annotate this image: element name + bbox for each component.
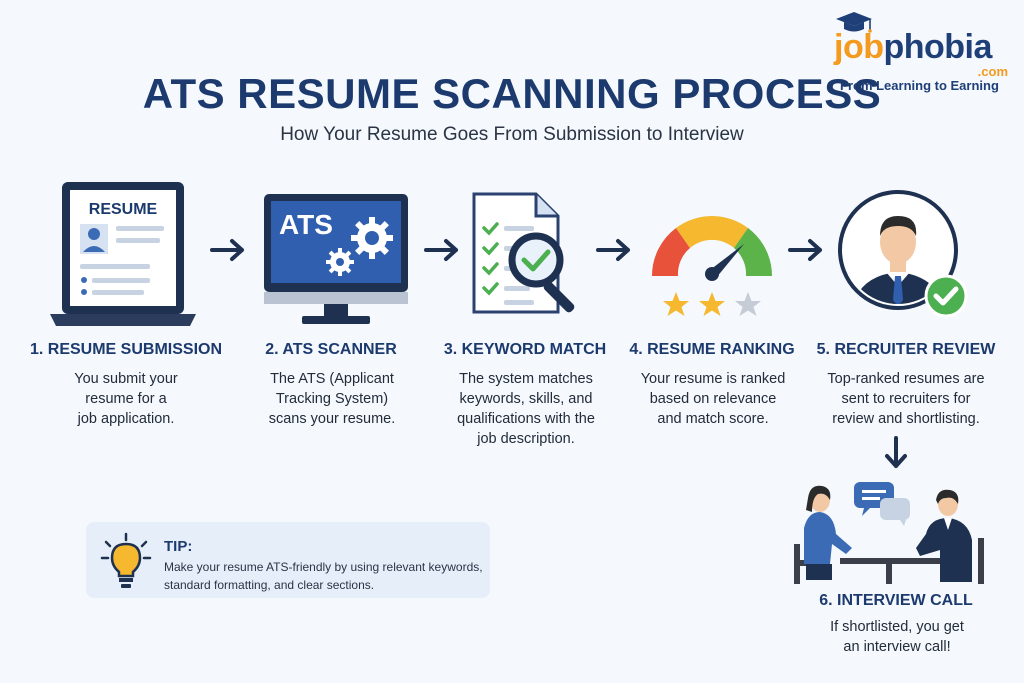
arrow-right-icon xyxy=(596,239,630,261)
page-subtitle: How Your Resume Goes From Submission to … xyxy=(280,124,744,145)
step-1-title: 1. RESUME SUBMISSION xyxy=(29,341,223,358)
tip-text: Make your resume ATS-friendly by using r… xyxy=(164,560,483,592)
jobphobia-logo: jobphobia .com From Learning to Earning xyxy=(828,10,1014,94)
logo-slogan: From Learning to Earning xyxy=(840,78,999,93)
arrow-right-icon xyxy=(210,239,244,261)
step-4-title: 4. RESUME RANKING xyxy=(629,341,795,358)
recruiter-avatar-icon xyxy=(838,190,968,318)
approved-check-icon xyxy=(924,274,968,318)
step-5-title: 5. RECRUITER REVIEW xyxy=(816,341,996,358)
tip-label: TIP: xyxy=(164,538,193,555)
keyword-match-icon xyxy=(472,192,575,314)
logo-dotcom: .com xyxy=(977,64,1008,79)
ats-monitor-icon: ATS xyxy=(264,194,408,324)
svg-text:ATS: ATS xyxy=(279,209,333,240)
step-6-title: 6. INTERVIEW CALL xyxy=(819,592,973,609)
laptop-resume-icon: RESUME xyxy=(50,182,196,326)
lightbulb-icon xyxy=(100,532,152,588)
ranking-gauge-icon xyxy=(652,216,772,316)
graduation-cap-icon xyxy=(836,12,872,33)
svg-text:RESUME: RESUME xyxy=(89,201,158,218)
arrow-right-icon xyxy=(788,239,822,261)
step-3-title: 3. KEYWORD MATCH xyxy=(443,341,607,358)
interview-scene-icon xyxy=(794,482,984,584)
arrow-right-icon xyxy=(424,239,458,261)
rating-stars xyxy=(663,292,761,316)
page-title: ATS RESUME SCANNING PROCESS xyxy=(142,70,882,117)
arrow-down-icon xyxy=(885,436,907,468)
tip-box: TIP: Make your resume ATS-friendly by us… xyxy=(86,522,490,598)
logo-wordmark: jobphobia xyxy=(834,28,992,66)
step-2-title: 2. ATS SCANNER xyxy=(265,341,397,358)
